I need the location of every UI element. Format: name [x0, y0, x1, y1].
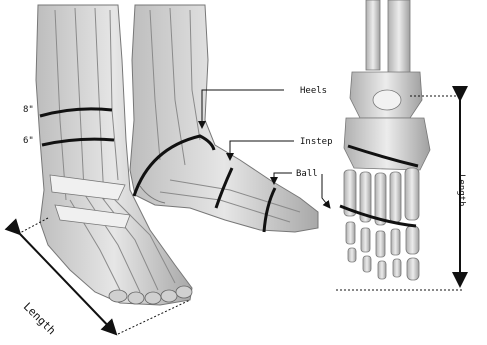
- ball-callout-arrow: [274, 173, 292, 184]
- right-foot-skeleton: [344, 0, 430, 280]
- heels-callout-arrow: [202, 90, 284, 128]
- measure-8-label: 8": [23, 105, 34, 115]
- ball-to-right-arrow: [322, 174, 330, 208]
- heels-label: Heels: [300, 86, 327, 96]
- middle-foot-illustration: [130, 5, 318, 232]
- length-label-right: Length: [456, 174, 466, 207]
- instep-label: Instep: [300, 137, 333, 147]
- measure-6-label: 6": [23, 136, 34, 146]
- instep-callout-arrow: [230, 141, 294, 160]
- ball-label: Ball: [296, 169, 318, 179]
